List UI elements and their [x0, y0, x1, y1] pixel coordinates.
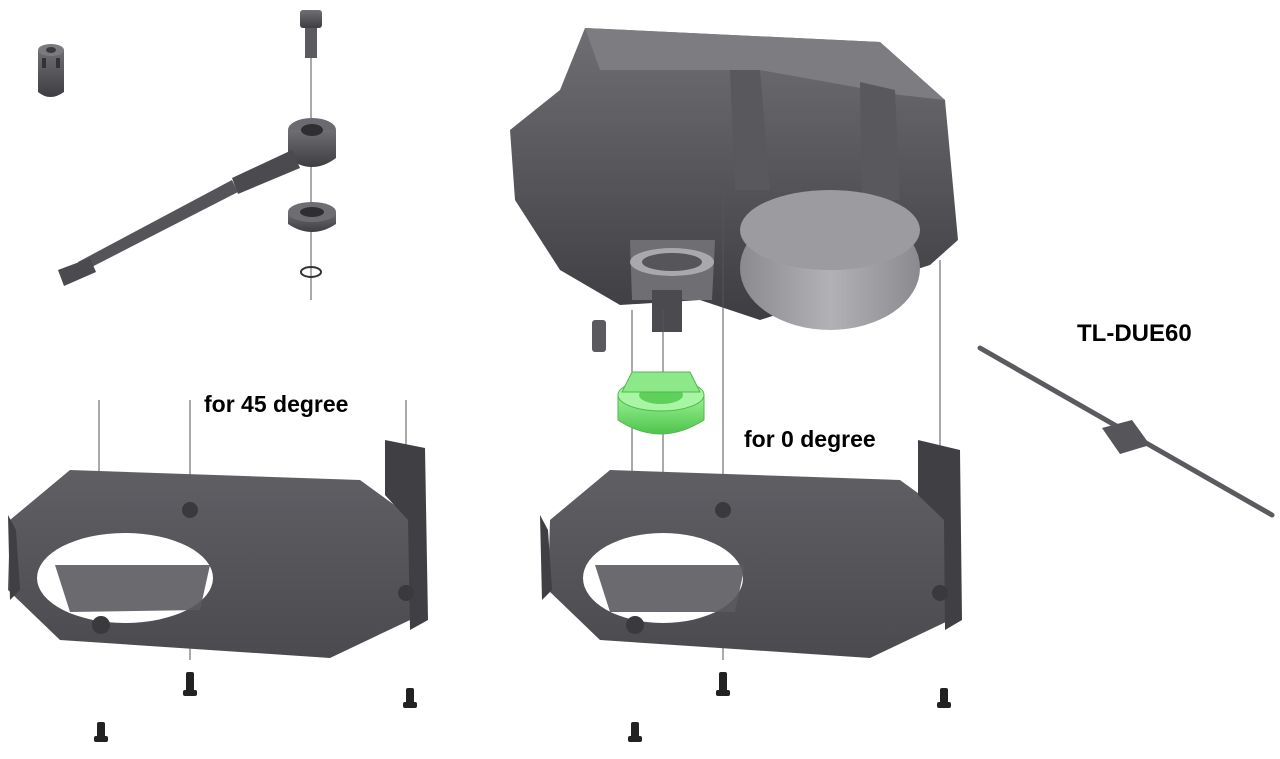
- cover-0-degree-icon: [540, 440, 962, 658]
- bushing-icon: [38, 44, 64, 97]
- label-tool-name: TL-DUE60: [1077, 320, 1192, 347]
- lock-ring-icon: [617, 371, 705, 435]
- label-45-degree: for 45 degree: [204, 391, 349, 417]
- screw-icon: [94, 672, 951, 742]
- cover-45-degree-icon: [8, 440, 428, 658]
- bearing-icon: [288, 202, 336, 232]
- label-0-degree: for 0 degree: [744, 426, 876, 452]
- bolt-icon: [300, 10, 322, 300]
- tool-tl-due60-icon: [977, 345, 1275, 518]
- snap-ring-icon: [300, 266, 322, 278]
- crank-arm-sensor-icon: [58, 118, 336, 286]
- drive-unit-icon: [510, 28, 958, 352]
